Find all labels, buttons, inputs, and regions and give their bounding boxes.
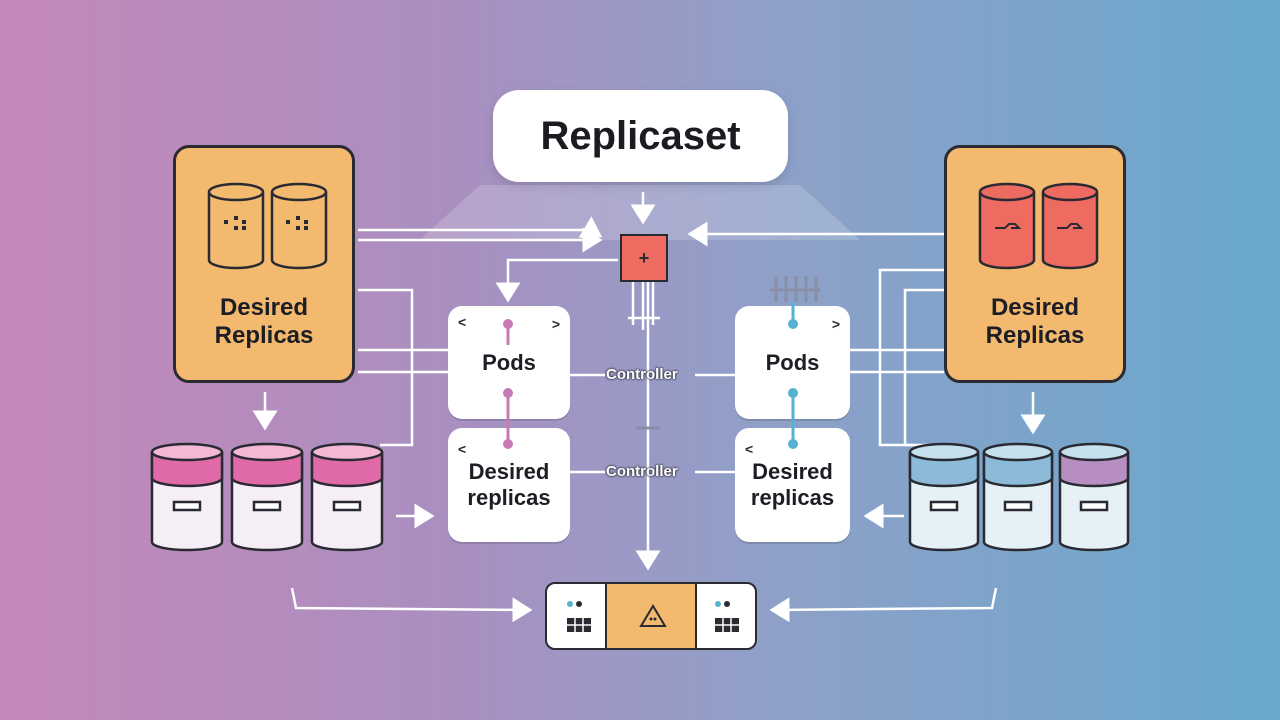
server-icon-left	[567, 601, 591, 632]
right-panel-label: Desired Replicas	[985, 294, 1085, 349]
database-icon	[207, 182, 328, 270]
right-desired-replicas-panel: Desired Replicas	[944, 145, 1126, 383]
database-icon	[150, 442, 384, 552]
left-panel-label: Desired Replicas	[214, 294, 314, 349]
controller-label-bottom: Controller	[606, 463, 678, 480]
plus-icon: +	[638, 247, 650, 268]
bottom-server	[545, 582, 757, 650]
replicaset-center-box: +	[620, 234, 668, 282]
left-pods-card: ˂ ˃ Pods	[448, 306, 570, 419]
controller-label-top: Controller	[606, 366, 678, 383]
server-icon-right	[715, 601, 739, 632]
replicaset-title: Replicaset	[493, 90, 788, 182]
left-replica-cylinders	[150, 442, 384, 552]
left-pods-label: Pods	[482, 349, 536, 375]
right-pods-card: ˃ Pods	[735, 306, 850, 419]
left-desired-replicas-card: ˂ Desired replicas	[448, 428, 570, 542]
database-icon	[908, 442, 1130, 552]
right-pods-label: Pods	[765, 349, 820, 375]
right-replica-cylinders	[908, 442, 1130, 552]
right-desired-replicas-card: ˂ Desired replicas	[735, 428, 850, 542]
database-icon	[978, 182, 1099, 270]
warning-icon	[639, 604, 667, 627]
server-core	[605, 584, 697, 648]
left-desired-replicas-panel: Desired Replicas	[173, 145, 355, 383]
